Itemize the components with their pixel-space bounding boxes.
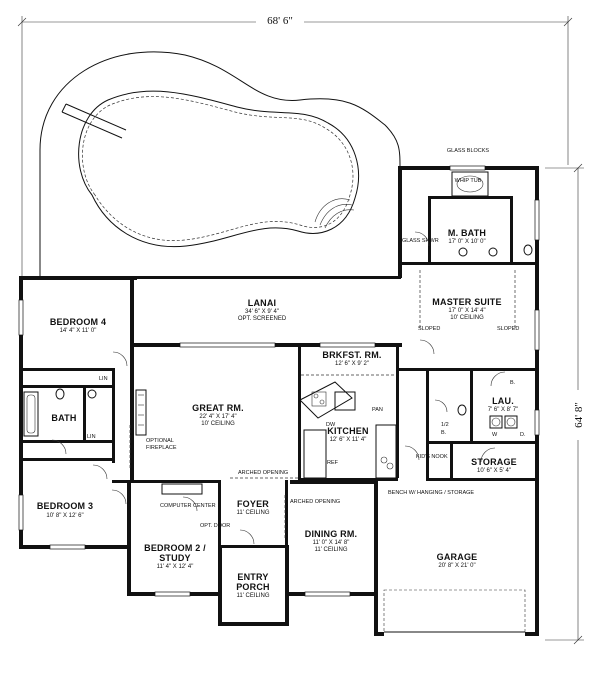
room-label-garage: GARAGE 20' 8" X 21' 0" <box>437 552 478 569</box>
half-bath-label: 1/2 <box>441 422 449 428</box>
sloped-ceiling-label-right: SLOPED <box>497 326 519 332</box>
svg-text:11' 4" X 12' 4": 11' 4" X 12' 4" <box>157 564 194 570</box>
svg-text:MASTER SUITE: MASTER SUITE <box>432 297 501 307</box>
svg-text:10' CEILING: 10' CEILING <box>201 421 235 427</box>
svg-text:OPTIONAL: OPTIONAL <box>146 438 174 444</box>
windows <box>18 165 540 597</box>
room-label-dining: DINING RM. 11' 0" X 14' 8" 11' CEILING <box>305 529 358 553</box>
computer-center-label: COMPUTER CENTER <box>160 503 216 509</box>
svg-text:14' 4" X 11' 0": 14' 4" X 11' 0" <box>60 328 97 334</box>
room-label-master-bath: M. BATH 17' 0" X 10' 0" <box>448 228 486 245</box>
optional-door-label: OPT. DOOR <box>200 523 230 529</box>
room-label-entry-porch: ENTRY PORCH 11' CEILING <box>236 572 270 599</box>
svg-text:BRKFST. RM.: BRKFST. RM. <box>322 350 381 360</box>
room-label-bedroom3: BEDROOM 3 10' 8" X 12' 6" <box>37 501 93 519</box>
half-bath-b-label: B. <box>441 430 447 436</box>
svg-text:BEDROOM 3: BEDROOM 3 <box>37 501 93 511</box>
fixtures <box>23 171 533 495</box>
svg-text:11' 0" X 14' 8": 11' 0" X 14' 8" <box>313 540 350 546</box>
svg-text:GREAT RM.: GREAT RM. <box>192 403 244 413</box>
width-dimension-line: 68' 6" <box>17 12 573 280</box>
svg-text:KITCHEN: KITCHEN <box>327 426 368 436</box>
room-label-bedroom2-study: BEDROOM 2 / STUDY 11' 4" X 12' 4" <box>144 543 206 570</box>
room-label-storage: STORAGE 10' 6" X 5' 4" <box>471 457 517 474</box>
bench-closet-label: B. <box>510 380 516 386</box>
depth-dimension-line: 64' 8" <box>545 163 586 645</box>
linen-closet-label-1: LIN <box>99 376 108 382</box>
svg-text:LANAI: LANAI <box>248 298 277 308</box>
whip-tub-label: WHIP TUB <box>455 178 482 184</box>
pantry-label: PAN <box>372 407 383 413</box>
refrigerator-label: REF <box>327 460 339 466</box>
svg-text:BATH: BATH <box>51 413 76 423</box>
optional-fireplace-label: OPTIONAL FIREPLACE <box>146 438 177 451</box>
room-label-lanai: LANAI 34' 6" X 9' 4" OPT. SCREENED <box>238 298 287 322</box>
pool-deck <box>39 51 401 279</box>
depth-dimension-text: 64' 8" <box>573 402 585 428</box>
svg-text:10' 6" X 5' 4": 10' 6" X 5' 4" <box>477 468 511 474</box>
svg-text:STORAGE: STORAGE <box>471 457 517 467</box>
width-dimension-text: 68' 6" <box>267 15 293 27</box>
svg-text:PORCH: PORCH <box>236 582 270 592</box>
dryer-label: D. <box>520 432 526 438</box>
svg-text:OPT. SCREENED: OPT. SCREENED <box>238 316 287 322</box>
room-label-great-room: GREAT RM. 22' 4" X 17' 4" 10' CEILING <box>192 403 244 427</box>
svg-text:34' 6" X 9' 4": 34' 6" X 9' 4" <box>245 309 279 315</box>
swimming-pool <box>61 90 359 248</box>
svg-text:17' 0" X 10' 0": 17' 0" X 10' 0" <box>448 239 485 245</box>
room-label-bath: BATH <box>51 413 76 423</box>
room-label-breakfast: BRKFST. RM. 12' 6" X 9' 2" <box>322 350 381 367</box>
dishwasher-label: DW <box>326 422 336 428</box>
room-label-laundry: LAU. 7' 6" X 8' 7" <box>488 396 519 413</box>
svg-text:M. BATH: M. BATH <box>448 228 486 238</box>
svg-text:17' 0" X 14' 4": 17' 0" X 14' 4" <box>448 308 485 314</box>
kids-nook-label: KID'S NOOK <box>416 454 448 460</box>
room-label-kitchen: KITCHEN 12' 6" X 11' 4" <box>327 426 368 443</box>
svg-text:11' CEILING: 11' CEILING <box>236 593 269 599</box>
glass-shower-label: GLASS SHWR <box>402 238 439 244</box>
arched-opening-great-label: ARCHED OPENING <box>238 470 288 476</box>
svg-text:22' 4" X 17' 4": 22' 4" X 17' 4" <box>199 414 236 420</box>
svg-text:12' 6" X 11' 4": 12' 6" X 11' 4" <box>330 437 367 443</box>
svg-text:LAU.: LAU. <box>492 396 514 406</box>
room-label-bedroom4: BEDROOM 4 14' 4" X 11' 0" <box>50 317 106 334</box>
garage-door <box>383 589 526 633</box>
svg-text:20' 8" X 21' 0": 20' 8" X 21' 0" <box>438 563 475 569</box>
svg-text:BEDROOM 2 /: BEDROOM 2 / <box>144 543 206 553</box>
svg-text:11' CEILING: 11' CEILING <box>314 547 347 553</box>
svg-text:BEDROOM 4: BEDROOM 4 <box>50 317 106 327</box>
linen-closet-label-2: LIN <box>87 434 96 440</box>
svg-text:7' 6" X 8' 7": 7' 6" X 8' 7" <box>488 407 519 413</box>
svg-text:10' 8" X 12' 6": 10' 8" X 12' 6" <box>46 513 83 519</box>
svg-text:FIREPLACE: FIREPLACE <box>146 445 177 451</box>
bench-hanging-storage-label: BENCH W/ HANGING / STORAGE <box>388 490 474 496</box>
svg-text:ENTRY: ENTRY <box>237 572 268 582</box>
svg-text:FOYER: FOYER <box>237 499 269 509</box>
doors <box>51 231 516 545</box>
svg-text:11' CEILING: 11' CEILING <box>236 510 269 516</box>
arched-opening-dining-label: ARCHED OPENING <box>290 499 340 505</box>
sloped-ceiling-label-left: SLOPED <box>418 326 440 332</box>
svg-text:12' 6" X 9' 2": 12' 6" X 9' 2" <box>335 361 369 367</box>
svg-text:DINING RM.: DINING RM. <box>305 529 358 539</box>
washer-label: W <box>492 432 498 438</box>
glass-blocks-label: GLASS BLOCKS <box>447 148 490 154</box>
svg-text:STUDY: STUDY <box>159 553 191 563</box>
svg-text:GARAGE: GARAGE <box>437 552 478 562</box>
room-label-master-suite: MASTER SUITE 17' 0" X 14' 4" 10' CEILING <box>432 297 501 321</box>
svg-text:10' CEILING: 10' CEILING <box>450 315 484 321</box>
room-label-foyer: FOYER 11' CEILING <box>236 499 269 516</box>
